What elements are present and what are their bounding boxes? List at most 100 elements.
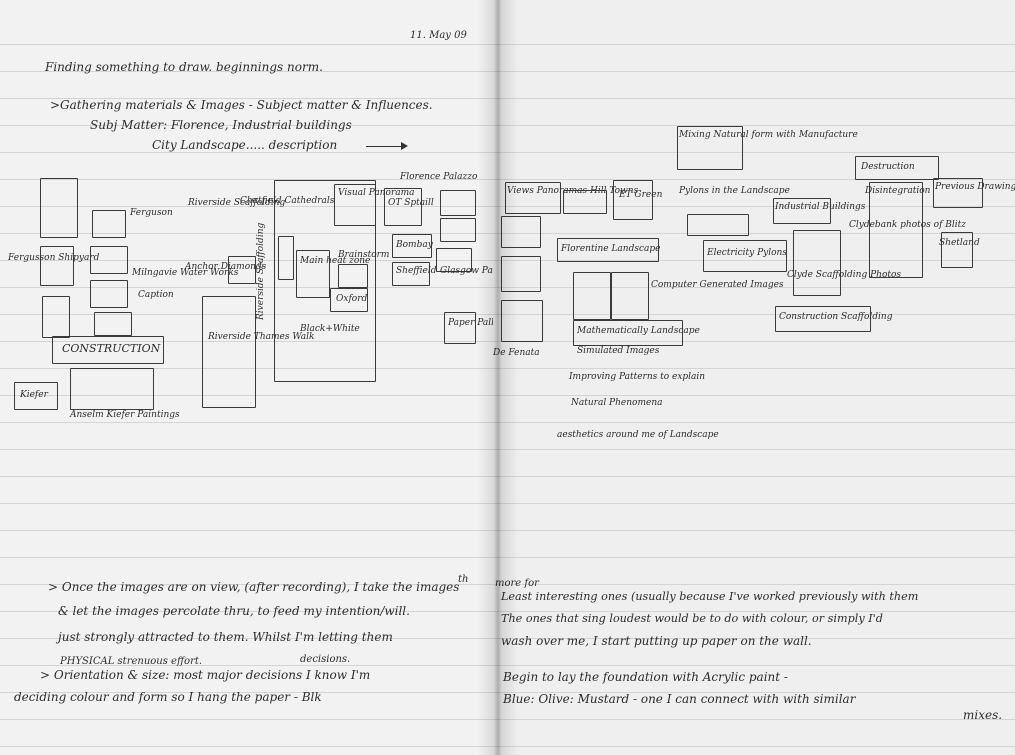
left-notebook-page: 11. May 09 Finding something to draw. be…: [0, 0, 493, 755]
sketch-label: Chatfield Cathedrals: [240, 196, 335, 206]
sketch-box: [334, 184, 376, 226]
left-heading-line: Finding something to draw. beginnings no…: [45, 60, 323, 74]
sketch-label: Mathematically Landscape: [577, 326, 700, 336]
sketch-box: [94, 312, 132, 336]
sketch-box: [70, 368, 154, 410]
sketch-label: Views Panoramas Hill Towns: [507, 186, 639, 196]
sketch-label: Disintegration: [865, 186, 931, 196]
sketch-box: [505, 182, 561, 214]
sketch-label: Clydebank photos of Blitz: [849, 220, 967, 230]
left-small-note: decisions.: [300, 654, 351, 665]
sketch-label: Anselm Kiefer Paintings: [70, 410, 180, 420]
sketch-box: [90, 280, 128, 308]
entry-date: 11. May 09: [410, 30, 467, 41]
sketch-label: Improving Patterns to explain: [569, 372, 706, 382]
sketch-box: [501, 256, 541, 292]
sketch-box: [703, 240, 787, 272]
superscript-note: th: [458, 574, 469, 585]
sketch-label: Caption: [138, 290, 174, 300]
sketch-box: [613, 180, 653, 220]
sketch-label: Mixing Natural form with Manufacture: [679, 130, 858, 140]
sketch-box: [392, 262, 430, 286]
sketch-box: [941, 232, 973, 268]
sketch-box: [687, 214, 749, 236]
sketch-box: [933, 178, 983, 208]
left-paragraph-line: & let the images percolate thru, to feed…: [58, 604, 410, 618]
sketch-label: Electricity Pylons: [707, 248, 787, 258]
sketch-label: Main heat zone: [300, 256, 371, 266]
sketch-label: Previous Drawing: [935, 182, 1015, 192]
sketch-box: [40, 178, 78, 238]
sketch-label: Riverside Thames Walk: [208, 332, 315, 342]
sketch-box: [274, 180, 376, 382]
sketch-label: Milngavie Water Works: [132, 268, 239, 278]
sketch-box: [869, 182, 923, 278]
sketch-box: [42, 296, 70, 338]
margin-note: more for: [495, 578, 539, 589]
left-paragraph-line: just strongly attracted to them. Whilst …: [58, 630, 393, 644]
sketch-box: [440, 218, 476, 242]
sketch-label: Riverside Scaffolding: [188, 198, 286, 208]
right-paragraph-line: Blue: Olive: Mustard - one I can connect…: [503, 692, 856, 706]
left-note-line: >Gathering materials & Images - Subject …: [50, 98, 433, 112]
sketch-box: [573, 272, 611, 320]
sketch-label: Ferguson: [130, 208, 173, 218]
sketch-label: Black+White: [300, 324, 360, 334]
sketch-label: CONSTRUCTION: [62, 342, 161, 355]
left-paragraph-line: deciding colour and form so I hang the p…: [14, 690, 322, 704]
sketch-label: Paper Palladio: [448, 318, 493, 328]
right-paragraph-line: mixes.: [963, 708, 1003, 722]
sketch-box: [677, 126, 743, 170]
sketch-label: Shetland: [939, 238, 980, 248]
right-paragraph-line: The ones that sing loudest would be to d…: [501, 612, 883, 625]
sketch-label: Brainstorm: [338, 250, 390, 260]
sketch-label: De Fenata: [493, 348, 540, 358]
sketch-label: Kiefer: [20, 390, 48, 400]
sketch-label: Florence Palazzo: [400, 172, 478, 182]
sketch-box: [278, 236, 294, 280]
sketch-box: [14, 382, 58, 410]
sketch-box: [773, 198, 831, 224]
sketch-box: [338, 264, 368, 288]
sketch-box: [92, 210, 126, 238]
sketch-box: [775, 306, 871, 332]
sketch-box: [501, 300, 543, 342]
sketch-box: [611, 272, 649, 320]
sketch-label: Natural Phenomena: [571, 398, 663, 408]
right-arrow-icon: [366, 142, 408, 150]
sketch-box: [392, 234, 432, 258]
sketch-box: [573, 320, 683, 346]
left-note-line: City Landscape..... description: [152, 138, 338, 152]
left-paragraph-line: > Orientation & size: most major decisio…: [40, 668, 371, 682]
sketch-box: [557, 238, 659, 262]
left-small-note: PHYSICAL strenuous effort.: [60, 656, 203, 667]
right-paragraph-line: wash over me, I start putting up paper o…: [501, 634, 812, 648]
sketch-label: Visual Panorama: [338, 188, 415, 198]
sketch-label: Computer Generated Images: [651, 280, 784, 290]
sketch-label: Bombay: [396, 240, 433, 250]
sketch-box: [228, 256, 256, 284]
left-note-line: Subj Matter: Florence, Industrial buildi…: [90, 118, 352, 132]
sketch-label: Clyde Scaffolding Photos: [787, 270, 902, 280]
sketch-box: [40, 246, 74, 286]
sketch-label: Oxford: [336, 294, 368, 304]
sketch-box: [330, 288, 368, 312]
sketch-label: Simulated Images: [577, 346, 660, 356]
sketch-label: Glasgow Panorama: [440, 266, 493, 276]
sketch-label: Riverside Scaffolding: [256, 222, 266, 320]
sketch-label: Destruction: [861, 162, 915, 172]
sketch-label: Florentine Landscape: [561, 244, 661, 254]
sketch-box: [855, 156, 939, 180]
sketch-box: [296, 250, 330, 298]
sketch-box: [436, 248, 472, 272]
sketch-box: [440, 190, 476, 216]
right-notebook-page: Views Panoramas Hill Towns De Fenata ET …: [493, 0, 1015, 755]
sketch-label: Fergusson Shipyard: [8, 253, 100, 263]
sketch-box: [52, 336, 164, 364]
sketch-box: [501, 216, 541, 248]
right-paragraph-line: Least interesting ones (usually because …: [501, 590, 919, 603]
sketch-label: Sheffield: [396, 266, 437, 276]
sketch-label: Anchor Diamonds: [185, 262, 267, 272]
sketch-label: Industrial Buildings: [775, 202, 866, 212]
sketch-label: Pylons in the Landscape: [679, 186, 790, 196]
